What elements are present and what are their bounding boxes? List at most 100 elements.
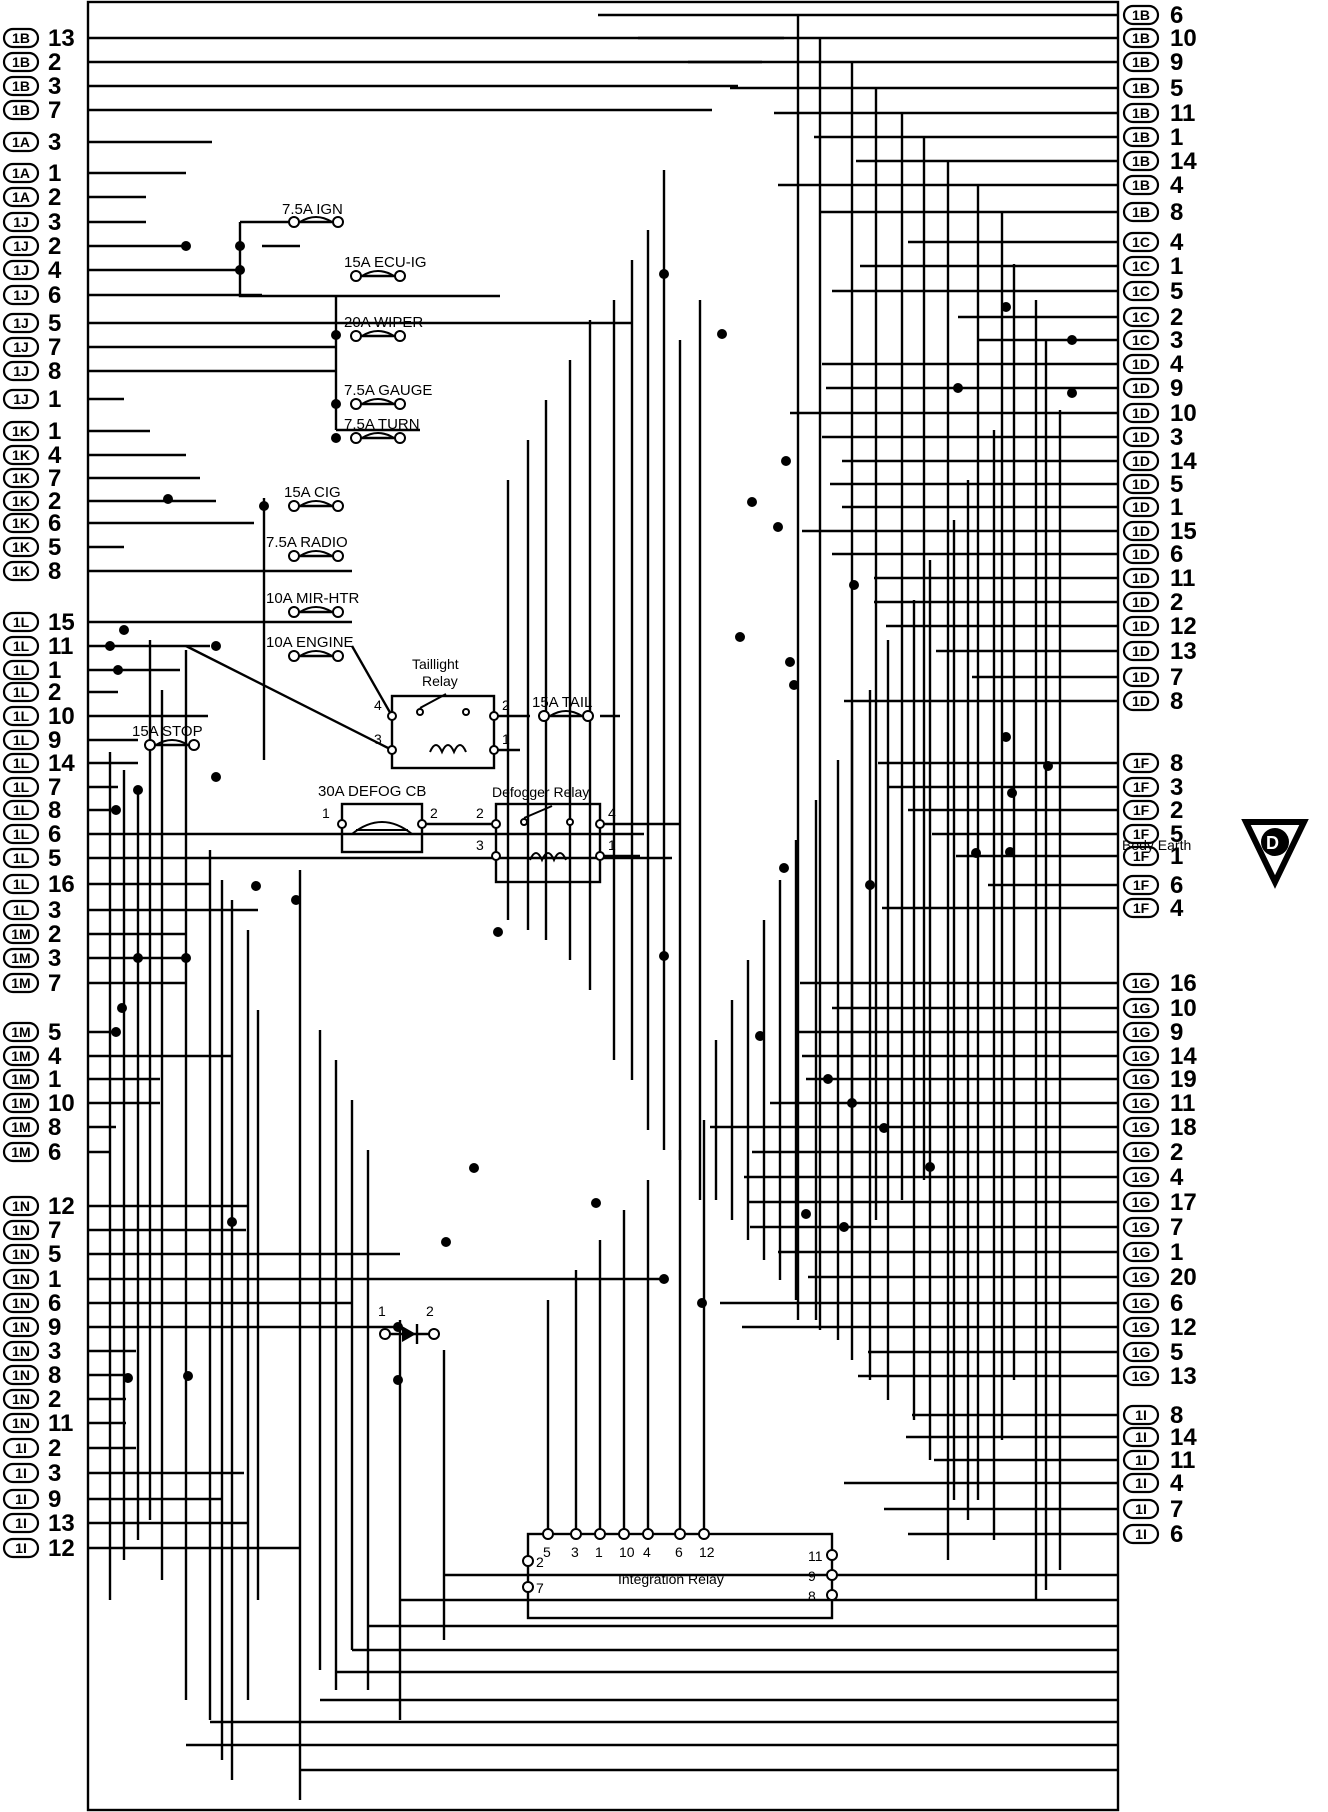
pin-number: 5 [1170,471,1183,498]
connector-id: 1C [1132,258,1150,274]
pin-number: 1 [48,657,61,684]
pin-number: 2 [1170,304,1183,331]
connector-id: 1N [12,1367,30,1383]
connector-id: 1M [11,926,30,942]
pin-number: 8 [48,558,61,585]
pin-number: 11 [48,633,73,660]
connector-id: 1D [1132,643,1150,659]
connector-id: 1K [12,493,30,509]
integration-relay-top-pin: 10 [619,1544,635,1560]
pin-number: 2 [1170,797,1183,824]
pin-number: 12 [48,1193,75,1220]
connector-icon [2,360,40,382]
connector-icon [1122,1068,1160,1090]
connector-id: 1K [12,423,30,439]
connector-icon [2,776,40,798]
pin-number: 5 [48,534,61,561]
connector-icon [2,1292,40,1314]
connector-id: 1I [15,1440,27,1456]
fuse-label: 15A CIG [284,484,341,501]
fuse-label: 10A ENGINE [266,634,354,651]
pin-number: 9 [48,727,61,754]
diode-pin-2: 2 [426,1303,434,1319]
pin-number: 6 [48,1290,61,1317]
pin-number: 3 [48,945,61,972]
pin-number: 15 [1170,518,1197,545]
connector-id: 1L [13,614,30,630]
connector-icon [1122,997,1160,1019]
wire-network [88,13,1118,1800]
connector-id: 1B [12,78,30,94]
fuse-2: 20A WIPER [344,314,423,342]
connector-icon [1122,77,1160,99]
pin-number: 4 [48,257,62,284]
connector-id: 1M [11,975,30,991]
connector-icon [1122,1292,1160,1314]
connector-icon [1122,799,1160,821]
taillight-relay-pin-1: 1 [502,731,510,747]
connector-id: 1K [12,470,30,486]
connector-icon [2,823,40,845]
body-earth-label: Body Earth [1122,837,1191,853]
connector-icon [2,1437,40,1459]
connector-icon [2,681,40,703]
connector-icon [2,923,40,945]
pin-number: 3 [48,897,61,924]
taillight-relay-title-2: Relay [422,673,458,689]
pin-number: 13 [1170,1363,1197,1390]
connector-id: 1J [13,238,29,254]
connector-icon [2,1116,40,1138]
right-terminal-6: 1B 14 [1122,148,1197,175]
connector-icon [1122,280,1160,302]
connector-id: 1K [12,515,30,531]
connector-icon [2,1488,40,1510]
integration-relay-top-pin: 1 [595,1544,603,1560]
pin-number: 6 [1170,541,1183,568]
connector-icon [1122,776,1160,798]
connector-id: 1I [1135,1407,1147,1423]
connector-icon [1122,329,1160,351]
connector-id: 1N [12,1391,30,1407]
connector-id: 1B [1132,153,1150,169]
pin-number: 8 [48,1362,61,1389]
connector-icon [1122,1141,1160,1163]
connector-icon [1122,1426,1160,1448]
connector-id: 1G [1132,1244,1151,1260]
pin-number: 14 [1170,148,1197,175]
pin-number: 12 [48,1535,75,1562]
connector-icon [1122,1241,1160,1263]
pin-number: 5 [1170,821,1183,848]
connector-icon [1122,255,1160,277]
connector-id: 1I [15,1465,27,1481]
connector-icon [2,388,40,410]
pin-number: 18 [1170,1114,1197,1141]
connector-id: 1L [13,902,30,918]
connector-id: 1L [13,732,30,748]
pin-number: 11 [1170,565,1195,592]
connector-icon [2,1268,40,1290]
connector-icon [2,1243,40,1265]
pin-number: 14 [1170,1043,1197,1070]
connector-id: 1F [1133,802,1150,818]
